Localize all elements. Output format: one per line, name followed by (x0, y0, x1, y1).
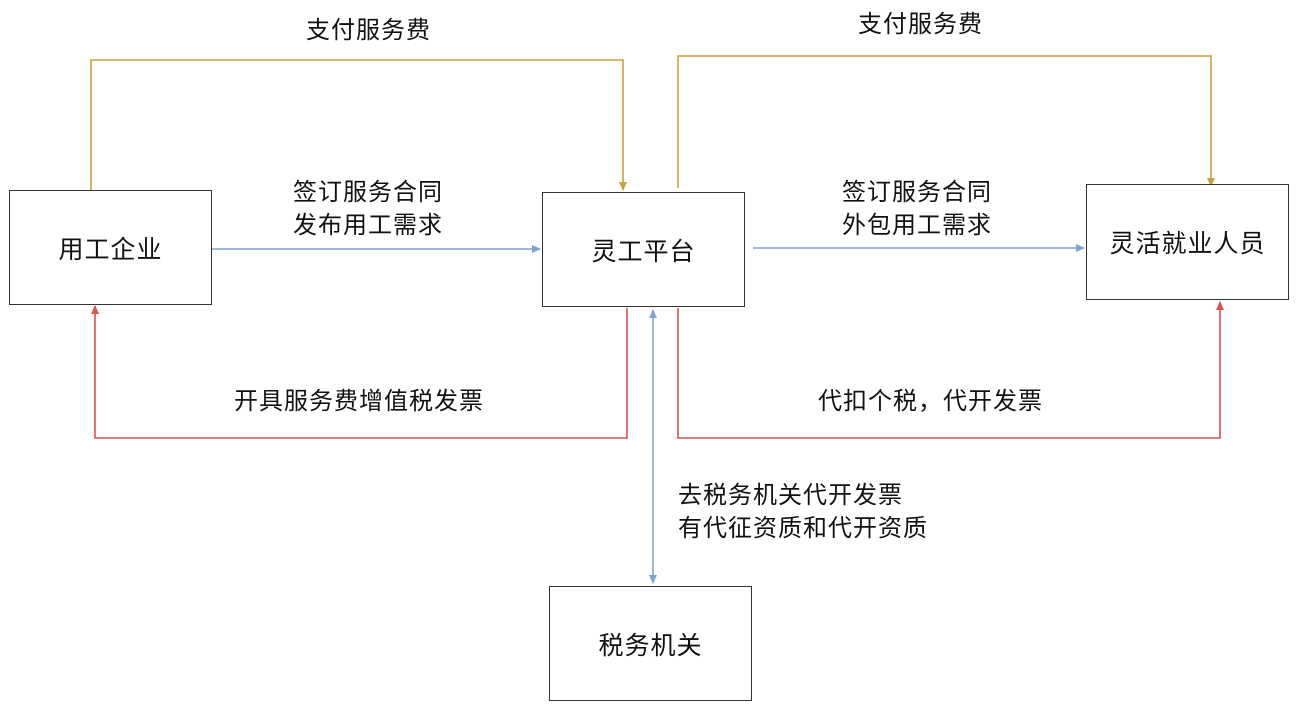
label-contract-left-line-2: 发布用工需求 (293, 211, 443, 239)
invoice-arrow-platform-to-employer (91, 305, 628, 439)
label-tax-agency-line-2: 有代征资质和代开资质 (678, 514, 928, 542)
label-contract-right-line-2: 外包用工需求 (842, 211, 992, 239)
label-contract-left: 签订服务合同 发布用工需求 (293, 176, 443, 242)
node-employer-label: 用工企业 (58, 234, 163, 264)
label-contract-right: 签订服务合同 外包用工需求 (842, 176, 992, 242)
label-contract-left-line-1: 签订服务合同 (293, 178, 443, 206)
node-platform-label: 灵工平台 (591, 236, 696, 266)
payment-arrow-platform-to-workers (677, 55, 1215, 188)
label-tax-agency-line-1: 去税务机关代开发票 (678, 481, 903, 509)
label-invoice-vat: 开具服务费增值税发票 (234, 387, 484, 415)
label-tax-agency: 去税务机关代开发票 有代征资质和代开资质 (678, 479, 928, 545)
label-pay-fee-right: 支付服务费 (858, 10, 983, 38)
node-workers-label: 灵活就业人员 (1109, 229, 1266, 258)
withhold-arrow-platform-to-workers (677, 301, 1224, 439)
node-tax-bureau: 税务机关 (549, 586, 752, 701)
payment-arrow-employer-to-platform (90, 59, 627, 191)
node-employer: 用工企业 (9, 190, 212, 305)
node-platform: 灵工平台 (542, 192, 745, 307)
node-workers: 灵活就业人员 (1086, 184, 1289, 300)
label-withhold-tax: 代扣个税，代开发票 (818, 387, 1043, 415)
label-contract-right-line-1: 签订服务合同 (842, 178, 992, 206)
label-pay-fee-left: 支付服务费 (306, 16, 431, 44)
node-tax-bureau-label: 税务机关 (598, 630, 703, 660)
